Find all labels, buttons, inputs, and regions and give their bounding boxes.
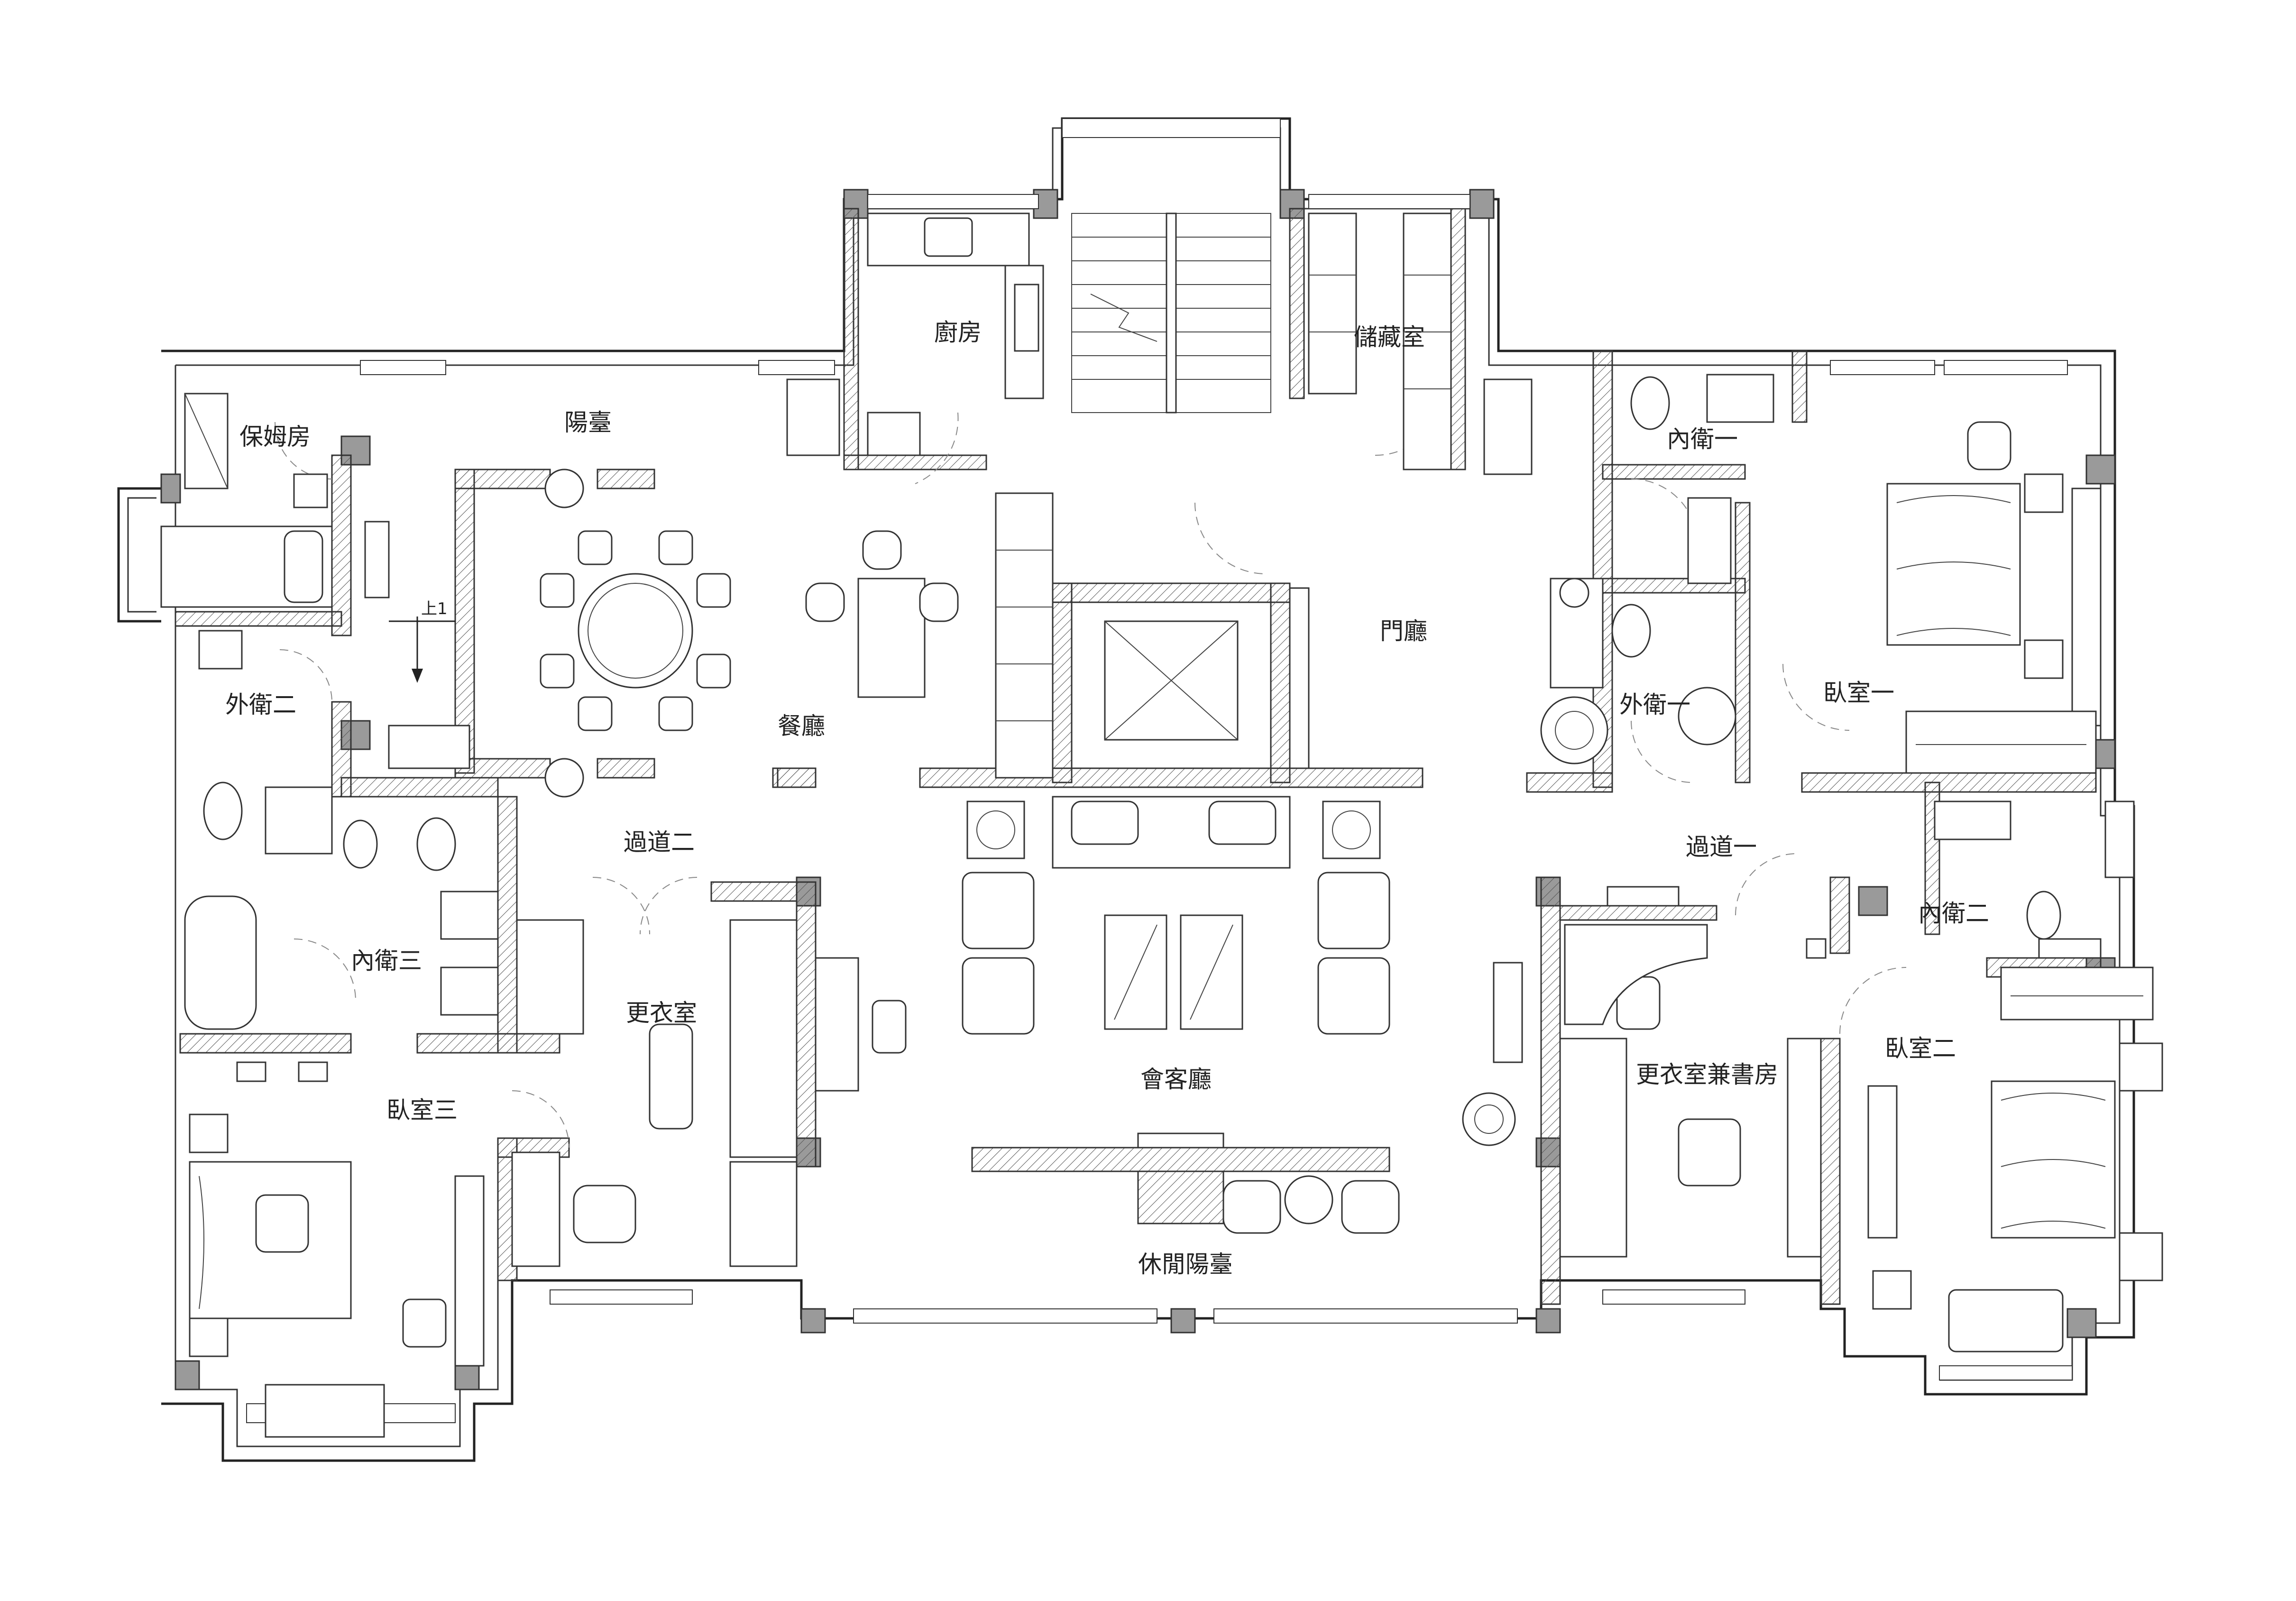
storage-shelves	[995, 212, 1533, 779]
label-foyer: 門廳	[1380, 617, 1427, 645]
dining-table	[540, 469, 959, 798]
label-dressing-study: 更衣室兼書房	[1636, 1061, 1778, 1088]
step-up-label: 上1	[421, 599, 448, 618]
bedroom-furniture	[189, 421, 2163, 1438]
label-dressing: 更衣室	[626, 999, 697, 1027]
label-bedroom-2: 臥室二	[1885, 1035, 1956, 1062]
nanny-room-furniture	[160, 393, 470, 769]
room-labels: 保姆房 陽臺 廚房 儲藏室 內衛一 門廳 餐廳 外衛二 外衛一 臥室一 過道二 …	[225, 319, 1989, 1278]
label-kitchen: 廚房	[934, 319, 982, 346]
label-leisure-balcony: 休閒陽臺	[1138, 1251, 1233, 1278]
wardrobe-units	[511, 886, 1827, 1267]
label-bath-in-1: 內衛一	[1667, 425, 1738, 453]
kitchen-counter	[786, 212, 1044, 456]
label-dining: 餐廳	[778, 712, 825, 740]
label-bath-out-2: 外衛二	[225, 691, 296, 718]
label-nanny-room: 保姆房	[239, 423, 311, 451]
staircase	[1071, 212, 1271, 414]
label-living: 會客廳	[1140, 1066, 1212, 1093]
label-storage: 儲藏室	[1354, 323, 1425, 351]
label-bedroom-3: 臥室三	[386, 1096, 458, 1124]
label-bath-out-1: 外衛一	[1619, 691, 1690, 718]
label-bath-in-2: 內衛二	[1918, 900, 1989, 927]
bathroom-fixtures	[184, 374, 2135, 1030]
label-bedroom-1: 臥室一	[1823, 679, 1894, 707]
label-corridor-1: 過道一	[1686, 833, 1757, 861]
step-up-marker: 上1	[389, 599, 455, 683]
label-bath-in-3: 內衛三	[351, 947, 422, 975]
label-balcony: 陽臺	[564, 409, 612, 436]
label-corridor-2: 過道二	[624, 828, 695, 856]
living-room-furniture	[815, 796, 1400, 1234]
